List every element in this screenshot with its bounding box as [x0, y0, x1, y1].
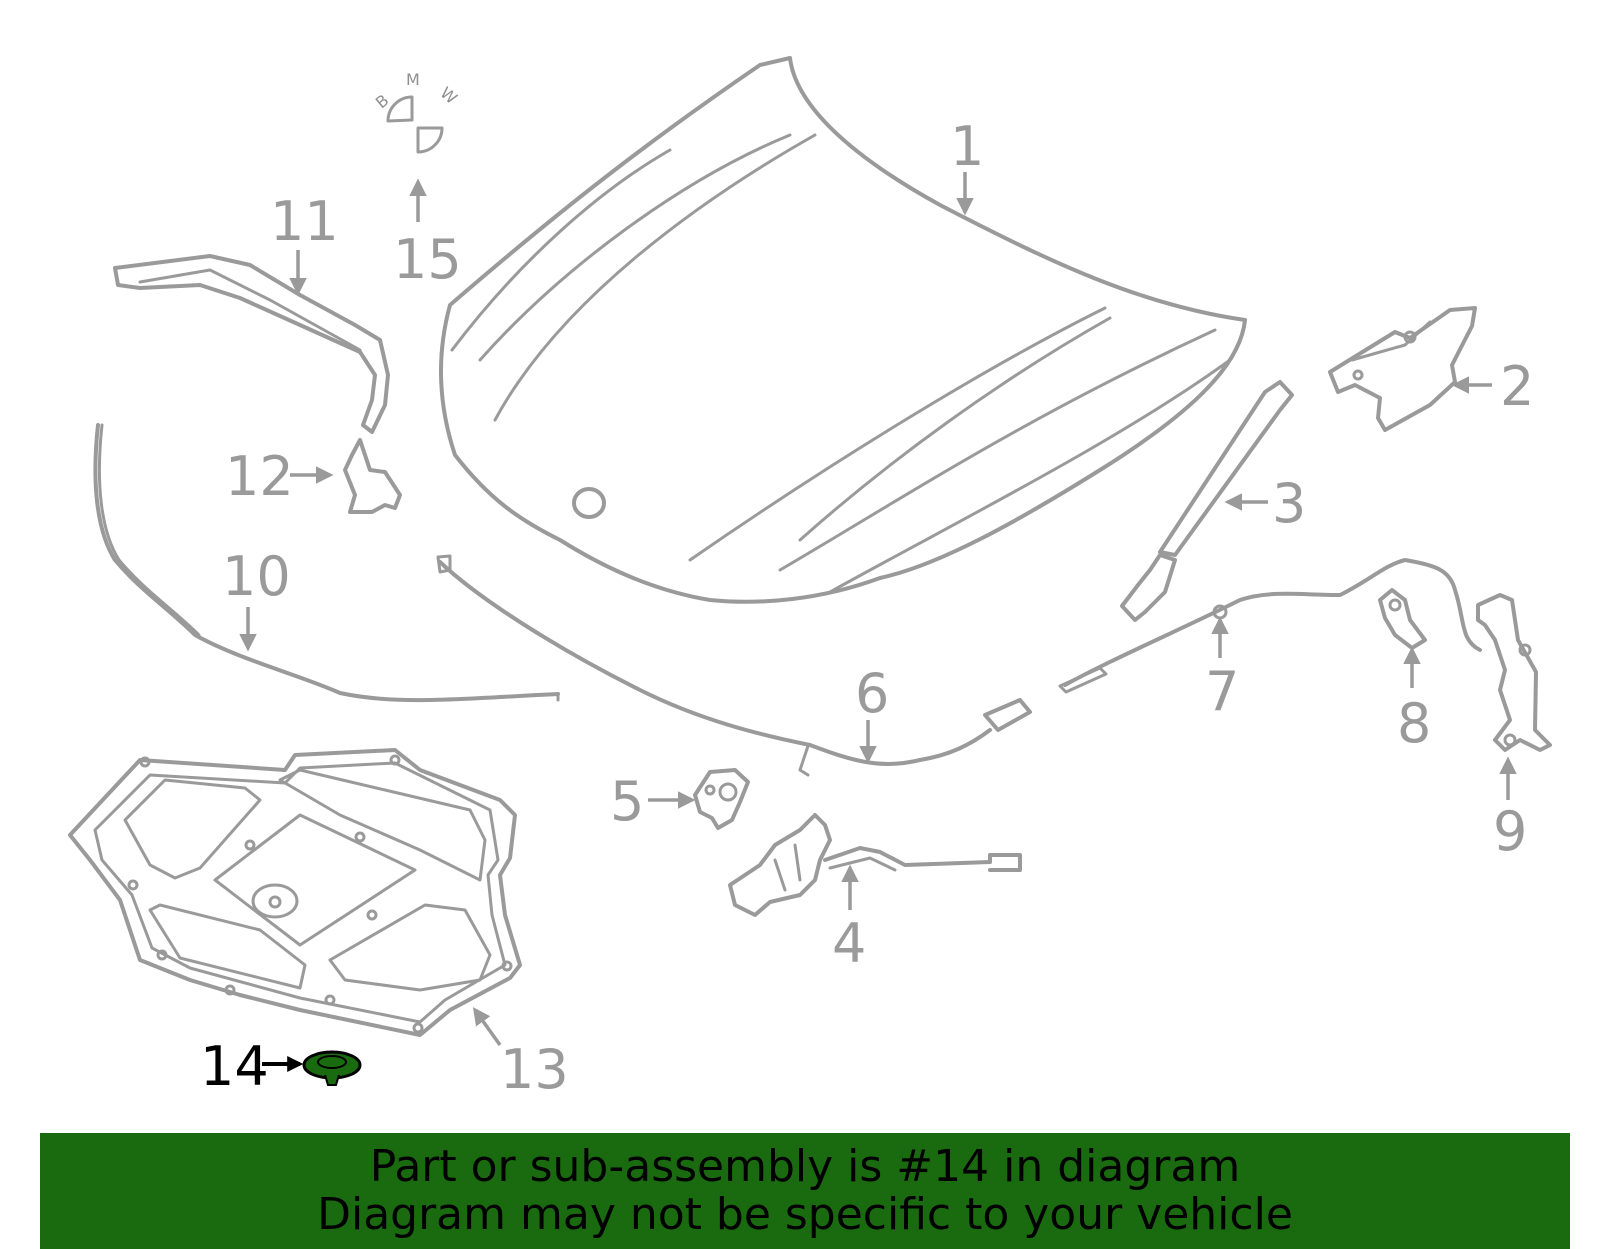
banner-line-2: Diagram may not be specific to your vehi… — [317, 1189, 1293, 1240]
callout-8: 8 — [1397, 692, 1431, 755]
logo-letter-m: M — [406, 70, 420, 89]
hood-part — [438, 56, 1247, 604]
callout-12: 12 — [225, 445, 294, 508]
cable-part-6 — [436, 554, 1032, 777]
callout-10: 10 — [222, 545, 291, 608]
bracket-part-12 — [343, 438, 402, 514]
hinge-part-9 — [1476, 593, 1552, 752]
emblem-part: B M W — [372, 70, 461, 154]
callout-3: 3 — [1272, 472, 1306, 535]
callout-9: 9 — [1493, 800, 1527, 863]
callout-1: 1 — [950, 115, 984, 178]
cable-part-7 — [1058, 558, 1482, 694]
callout-arrows — [239, 172, 1517, 1072]
callout-4: 4 — [832, 912, 866, 975]
banner-line-1: Part or sub-assembly is #14 in diagram — [369, 1141, 1241, 1192]
callout-15: 15 — [393, 228, 462, 291]
clip-part-highlighted — [302, 1050, 362, 1086]
callout-7: 7 — [1205, 660, 1239, 723]
bracket-part-5 — [693, 768, 750, 830]
callout-5: 5 — [610, 770, 644, 833]
callout-14: 14 — [200, 1035, 269, 1098]
logo-letter-w: W — [436, 83, 460, 108]
callout-11: 11 — [270, 190, 339, 253]
seal-part-10 — [93, 423, 560, 703]
parts-diagram: B M W 1 2 3 4 5 6 7 8 9 10 11 12 13 14 — [68, 56, 1552, 1101]
seal-part-11 — [113, 254, 390, 434]
insulator-part — [68, 748, 522, 1037]
callout-13: 13 — [500, 1038, 569, 1101]
callout-2: 2 — [1500, 355, 1534, 418]
logo-letter-b: B — [372, 91, 393, 113]
arrow-13 — [472, 1007, 502, 1047]
hinge-part — [1328, 306, 1477, 432]
latch-part — [728, 813, 1022, 917]
callout-numbers: 1 2 3 4 5 6 7 8 9 10 11 12 13 14 15 — [200, 115, 1534, 1101]
strut-part — [1120, 380, 1294, 622]
info-banner: Part or sub-assembly is #14 in diagram D… — [40, 1133, 1570, 1249]
callout-6: 6 — [855, 662, 889, 725]
bracket-part-8 — [1378, 588, 1427, 650]
